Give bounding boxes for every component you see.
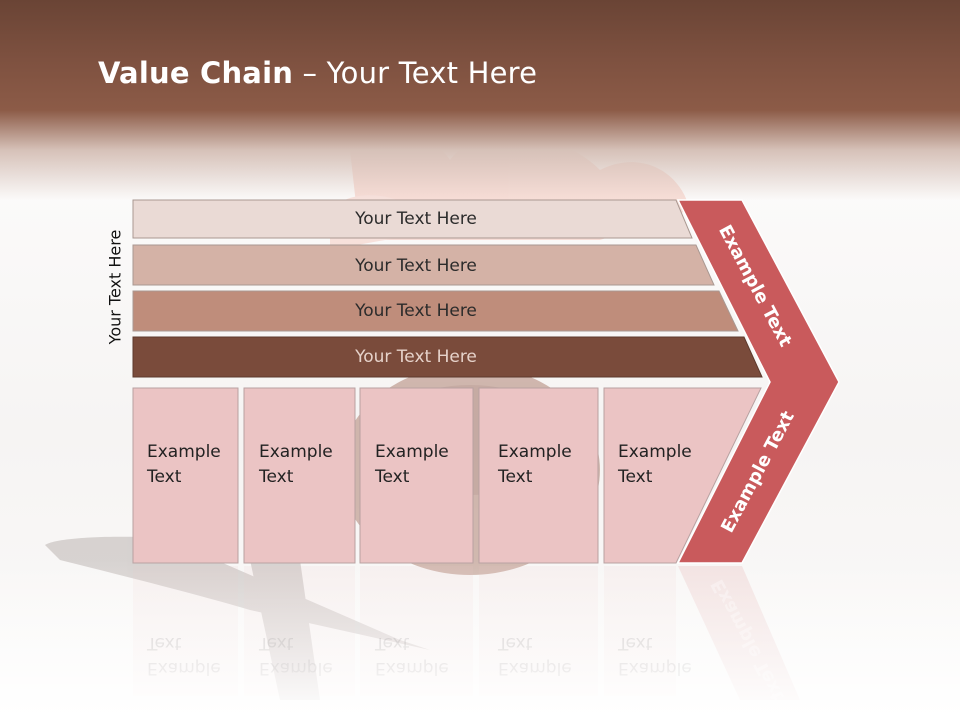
bar-1: Your Text Here (133, 200, 699, 238)
cell-2-line1: Example (259, 442, 333, 462)
bar-4-label: Your Text Here (355, 347, 477, 367)
bar-2: Your Text Here (133, 247, 699, 285)
cell-3-line1: Example (375, 442, 449, 462)
cell-3-shape (359, 387, 474, 564)
cell-1-line1: Example (147, 442, 221, 462)
title-rest: – Your Text Here (293, 56, 538, 90)
cell-4-line1: Example (498, 442, 572, 462)
bar-2-label: Your Text Here (355, 256, 477, 276)
cell-4-shape (478, 387, 599, 564)
bar-1-shape (132, 199, 693, 239)
cell-2-line2: Text (259, 467, 294, 487)
cell-5-line2: Text (618, 467, 653, 487)
bar-3-label: Your Text Here (355, 301, 477, 321)
bar-3: Your Text Here (133, 292, 699, 330)
cell-1-line2: Text (147, 467, 182, 487)
cell-1-shape (132, 387, 239, 564)
floor-fade (0, 560, 960, 720)
cell-4-line2: Text (498, 467, 533, 487)
header-band (0, 0, 960, 200)
bar-3-shape (132, 290, 739, 332)
cell-3-line2: Text (375, 467, 410, 487)
cell-2-shape (243, 387, 356, 564)
bar-4: Your Text Here (133, 338, 699, 376)
bar-2-shape (132, 244, 715, 286)
slide-title: Value Chain – Your Text Here (98, 56, 537, 90)
bar-4-shape (132, 336, 763, 378)
cell-5-line1: Example (618, 442, 692, 462)
bar-1-label: Your Text Here (355, 209, 477, 229)
title-bold: Value Chain (98, 56, 294, 90)
